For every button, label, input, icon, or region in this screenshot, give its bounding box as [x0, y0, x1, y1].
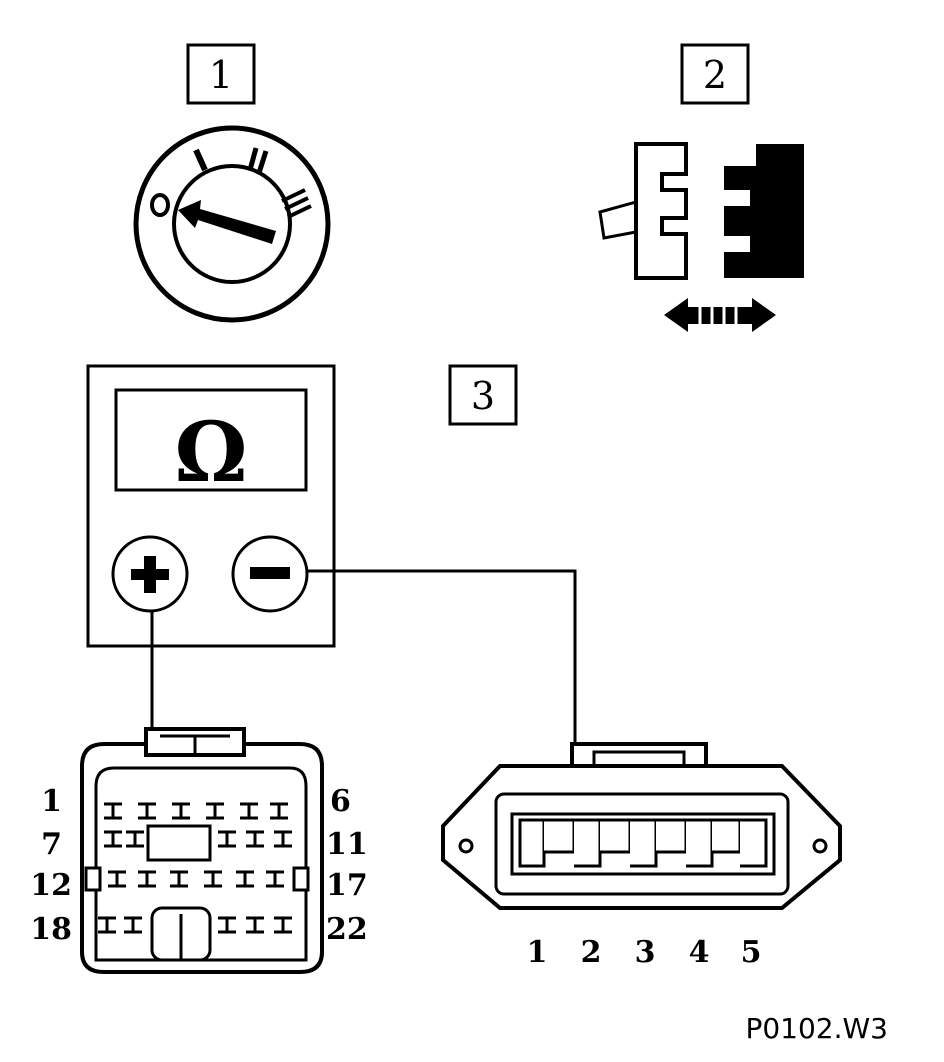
mount-hole-right [812, 838, 828, 854]
separate-arrow-icon [664, 298, 776, 332]
step-2-box: 2 [680, 43, 750, 105]
plug-half-icon [634, 142, 688, 280]
cable-icon [598, 200, 638, 240]
ohmmeter: Ω + − [86, 364, 336, 648]
ignition-position-0-mark [150, 193, 170, 217]
connector-22-label-right-3: 17 [326, 868, 368, 903]
step-3-label: 3 [471, 374, 495, 418]
key-pointer-arrow [178, 200, 276, 244]
connector-22-row-1 [104, 802, 288, 820]
connector-5-pin-5-label: 5 [741, 935, 762, 970]
minus-icon [250, 567, 290, 579]
connector-22-row-4 [98, 916, 292, 934]
connector-disconnect-icon [598, 142, 804, 332]
connector-22-row-2 [104, 830, 292, 848]
connector-5-pins [518, 818, 768, 868]
ignition-position-II-mark [247, 147, 269, 174]
connector-22-label-right-1: 6 [330, 784, 351, 819]
connector-5-pin-1-label: 1 [527, 935, 548, 970]
step-1-box: 1 [186, 43, 256, 105]
ignition-position-I-mark [193, 148, 208, 172]
figure-reference-code: P0102.W3 [745, 1012, 888, 1045]
socket-half-icon [724, 144, 804, 278]
connector-22-label-left-1: 1 [41, 784, 62, 819]
connector-22-label-left-3: 12 [30, 868, 72, 903]
connector-22-label-left-4: 18 [30, 912, 72, 947]
step-2-label: 2 [703, 53, 727, 97]
connector-22-label-right-4: 22 [326, 912, 368, 947]
ignition-position-III-mark [281, 188, 312, 219]
connector-5-pin-4-label: 4 [689, 935, 710, 970]
connector-22-label-right-2: 11 [326, 827, 368, 862]
meter-display [114, 388, 308, 492]
connector-22-pin: 1 7 12 18 6 11 17 22 [30, 727, 368, 974]
connector-22-label-left-2: 7 [41, 827, 62, 862]
ignition-switch-icon [133, 125, 331, 323]
connector-5-pin: 1 2 3 4 5 [441, 742, 842, 970]
step-3-box: 3 [448, 364, 518, 426]
connector-5-pin-3-label: 3 [635, 935, 656, 970]
step-1-label: 1 [209, 53, 233, 97]
connector-5-pin-2-label: 2 [581, 935, 602, 970]
ohm-symbol: Ω [175, 405, 248, 501]
connector-22-row-3 [108, 870, 284, 888]
mount-hole-left [458, 838, 474, 854]
